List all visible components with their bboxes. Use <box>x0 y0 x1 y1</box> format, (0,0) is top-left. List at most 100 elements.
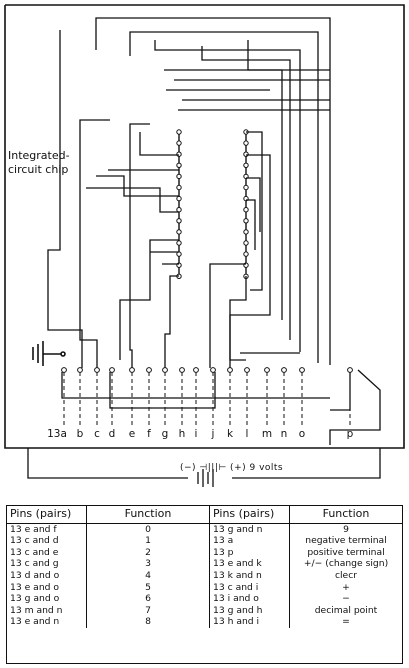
wire-trace <box>329 369 381 445</box>
terminal-hole <box>193 367 199 373</box>
ground-symbol <box>32 341 66 366</box>
wire-trace <box>246 131 263 291</box>
pin-label: p <box>346 428 354 440</box>
function-cell: +/− (change sign) <box>303 558 389 570</box>
chip-pin <box>176 162 182 169</box>
wire-trace <box>129 123 150 368</box>
chip-pin <box>243 184 249 191</box>
chip-pin-row-right <box>243 129 249 279</box>
function-cell: 5 <box>86 581 210 594</box>
wire-trace <box>61 372 330 399</box>
chip-pin <box>243 251 249 257</box>
chip-pin <box>176 140 182 146</box>
pin-label: g <box>161 428 169 440</box>
terminal-hole <box>347 367 353 373</box>
pin-label: 13a <box>47 428 67 440</box>
function-cell: 9 <box>343 523 349 535</box>
pins-cell: 13 c and i <box>209 581 290 594</box>
header-function-2: Function <box>289 506 402 524</box>
pins-cell: 13 g and o <box>7 593 87 605</box>
wiring-traces <box>47 17 381 445</box>
wire-trace <box>119 239 179 360</box>
wire-trace <box>164 275 179 368</box>
chip-pin <box>243 140 249 146</box>
chip-pin <box>243 207 249 213</box>
table-header-row: Pins (pairs) Function Pins (pairs) Funct… <box>7 506 402 524</box>
terminal-hole <box>162 367 168 373</box>
wire-trace <box>154 40 301 352</box>
wire-trace <box>47 30 83 368</box>
terminal-hole <box>179 367 185 373</box>
function-cell: 0 <box>86 523 210 536</box>
pins-cell: 13 c and g <box>7 558 87 570</box>
pins-cell: 13 e and k <box>209 558 290 570</box>
terminal-hole <box>94 367 100 373</box>
header-pins-2: Pins (pairs) <box>209 506 290 524</box>
pin-label: b <box>76 428 84 440</box>
chip-pin <box>176 173 182 180</box>
wire-trace <box>229 276 247 368</box>
terminal-hole <box>264 367 270 373</box>
wire-trace <box>246 199 256 250</box>
wire-trace <box>95 17 331 365</box>
pin-label: o <box>298 428 306 440</box>
terminal-hole <box>227 367 233 373</box>
function-cell: 2 <box>86 546 210 559</box>
chip-label: Integrated- circuit chip <box>8 149 70 177</box>
wire-trace <box>209 263 246 368</box>
pins-cell: 13 p <box>209 546 290 559</box>
terminal-hole <box>129 367 135 373</box>
function-cell: = <box>342 616 350 628</box>
terminal-hole <box>77 367 83 373</box>
header-function-1: Function <box>86 506 210 524</box>
circuit-board-outline <box>4 4 405 449</box>
chip-pin <box>243 229 249 235</box>
pin-label: h <box>178 428 186 440</box>
function-cell: 1 <box>86 535 210 547</box>
chip-pin <box>176 184 182 191</box>
wire-trace <box>79 119 110 368</box>
wire-trace <box>201 46 291 340</box>
chip-pin <box>243 151 249 157</box>
pin-label: f <box>147 428 151 440</box>
pins-cell: 13 a <box>209 535 290 547</box>
chip-pin <box>243 218 249 224</box>
chip-pin <box>176 218 182 224</box>
pins-cell: 13 e and f <box>7 523 87 536</box>
function-cell: 4 <box>86 569 210 582</box>
wire-trace <box>229 154 271 361</box>
wire-trace <box>96 175 179 197</box>
function-cell: 8 <box>86 616 210 628</box>
function-cell: + <box>342 581 350 593</box>
terminal-hole <box>109 367 115 373</box>
terminal-hole <box>146 367 152 373</box>
function-cell: decimal point <box>314 604 378 616</box>
function-cell: − <box>342 593 350 605</box>
pin-function-table: Pins (pairs) Function Pins (pairs) Funct… <box>6 505 403 664</box>
function-cell: 3 <box>86 558 210 570</box>
pin-label: m <box>261 428 273 440</box>
header-pins-1: Pins (pairs) <box>7 506 87 524</box>
pin-label: j <box>211 428 215 440</box>
pins-cell: 13 e and n <box>7 616 87 628</box>
chip-label-line-1: Integrated- <box>8 149 70 162</box>
pins-cell: 13 k and n <box>209 569 290 582</box>
function-cell: 6 <box>86 593 210 605</box>
function-cell: negative terminal <box>305 535 387 547</box>
chip-pin <box>176 240 182 246</box>
wire-trace <box>330 372 351 411</box>
pin-label: l <box>245 428 249 440</box>
terminal-hole <box>244 367 250 373</box>
pins-cell: 13 d and o <box>7 569 87 582</box>
chip-pin <box>176 207 182 213</box>
function-cell: 7 <box>86 604 210 617</box>
pins-cell: 13 i and o <box>209 593 290 605</box>
pin-label: k <box>226 428 234 440</box>
pins-cell: 13 e and o <box>7 581 87 594</box>
